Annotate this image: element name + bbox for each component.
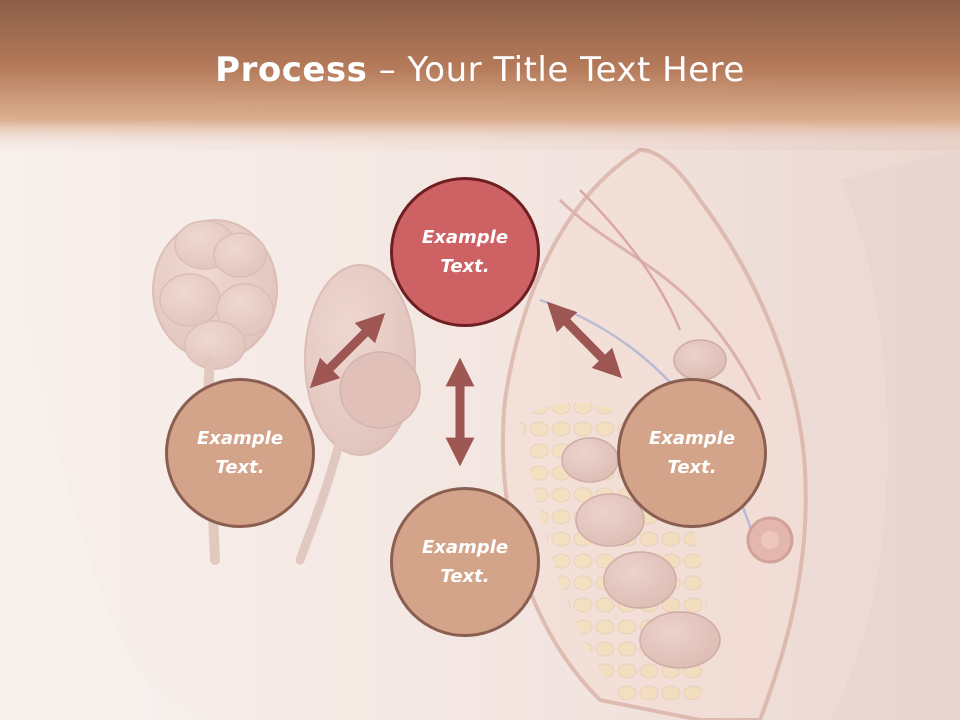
arrow-top-left: [309, 312, 386, 389]
process-node-bottom-line2: Text.: [440, 566, 490, 587]
process-node-right-text: Example Text.: [632, 424, 752, 482]
slide-title-rest: Your Title Text Here: [407, 50, 745, 90]
slide-title-bold: Process: [215, 50, 368, 90]
process-node-left-line1: Example: [196, 428, 284, 449]
process-node-top-line2: Text.: [440, 256, 490, 277]
process-node-right[interactable]: Example Text.: [617, 378, 767, 528]
process-node-left[interactable]: Example Text.: [165, 378, 315, 528]
process-node-left-line2: Text.: [215, 457, 265, 478]
process-node-bottom-line1: Example: [421, 537, 509, 558]
process-node-right-line1: Example: [648, 428, 736, 449]
process-node-bottom-text: Example Text.: [405, 533, 525, 591]
title-bar-background: [0, 0, 960, 150]
slide-title[interactable]: Process – Your Title Text Here: [0, 50, 960, 90]
process-node-bottom[interactable]: Example Text.: [390, 487, 540, 637]
arrow-top-right: [546, 301, 623, 379]
slide-title-separator: –: [367, 50, 408, 90]
process-node-right-line2: Text.: [667, 457, 717, 478]
process-node-top-line1: Example: [421, 227, 509, 248]
process-node-top[interactable]: Example Text.: [390, 177, 540, 327]
process-node-top-text: Example Text.: [405, 223, 525, 281]
process-node-left-text: Example Text.: [180, 424, 300, 482]
